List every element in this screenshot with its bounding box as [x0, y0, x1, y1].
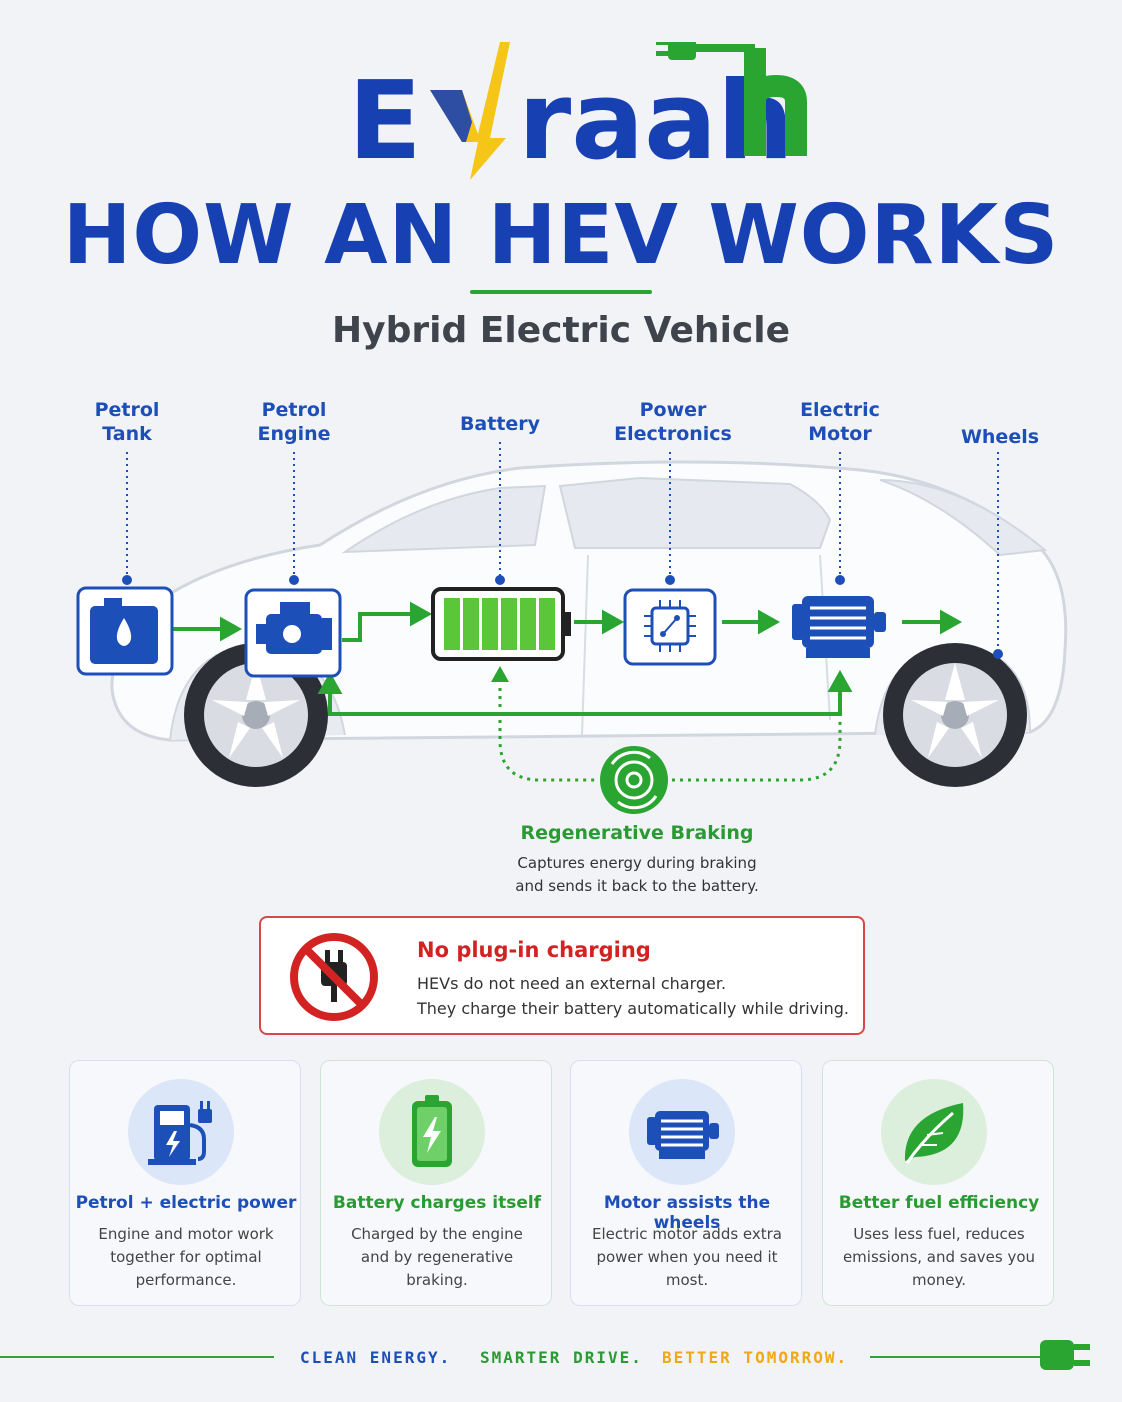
motor-icon [629, 1079, 735, 1185]
feature-title: Battery charges itself [332, 1193, 542, 1213]
battery-icon [431, 587, 571, 661]
logo-letter-e: E [348, 59, 422, 184]
no-plug-line-2: They charge their battery automatically … [417, 999, 849, 1018]
label-battery: Battery [459, 413, 541, 435]
no-plug-notice: No plug-in charging HEVs do not need an … [259, 916, 865, 1035]
footer-rule-left [0, 1356, 274, 1358]
label-petrol-tank: Petrol Tank [94, 399, 160, 445]
fuel-pump-plug-icon [128, 1079, 234, 1185]
footer-slogan-3: BETTER TOMORROW. [662, 1348, 849, 1367]
feature-desc: Charged by the engine and by regenerativ… [351, 1225, 523, 1289]
rear-wheel-icon [883, 643, 1027, 787]
footer-rule-right [870, 1356, 1040, 1358]
feature-card-motor: Motor assists the wheels Electric motor … [570, 1060, 802, 1306]
leaf-icon [881, 1079, 987, 1185]
hev-diagram [76, 442, 1068, 814]
feature-title: Better fuel efficiency [838, 1193, 1040, 1213]
feature-desc: Electric motor adds extra power when you… [591, 1225, 783, 1289]
feature-card-power: Petrol + electric power Engine and motor… [69, 1060, 301, 1306]
regen-title: Regenerative Braking [520, 822, 754, 844]
page-subtitle: Hybrid Electric Vehicle [332, 310, 790, 351]
footer-slogan-2: SMARTER DRIVE. [480, 1348, 643, 1367]
feature-desc: Uses less fuel, reduces emissions, and s… [842, 1225, 1036, 1289]
title-divider [470, 290, 652, 294]
feature-title: Petrol + electric power [75, 1193, 297, 1213]
no-plug-line-1: HEVs do not need an external charger. [417, 974, 727, 993]
logo-plug-icon [656, 42, 807, 156]
no-plug-icon [290, 933, 378, 1021]
regen-brake-icon [600, 746, 668, 814]
feature-card-battery: Battery charges itself Charged by the en… [320, 1060, 552, 1306]
regen-desc-line-2: and sends it back to the battery. [515, 877, 759, 895]
leader-lines [126, 442, 999, 652]
feature-desc: Engine and motor work together for optim… [98, 1225, 274, 1289]
brand-logo: E raah [348, 42, 807, 184]
label-wheels: Wheels [960, 426, 1040, 448]
no-plug-title: No plug-in charging [417, 938, 651, 962]
regen-desc-line-1: Captures energy during braking [517, 854, 757, 872]
regen-desc: Captures energy during braking and sends… [437, 852, 837, 898]
plug-icon [1040, 1340, 1090, 1370]
battery-bolt-icon [379, 1079, 485, 1185]
label-power-electronics: Power Electronics [614, 399, 732, 445]
feature-title: Motor assists the wheels [603, 1193, 771, 1233]
feature-card-efficiency: Better fuel efficiency Uses less fuel, r… [822, 1060, 1054, 1306]
regen-path [498, 688, 842, 782]
motor-icon [792, 596, 886, 658]
page-title: HOW AN HEV WORKS [62, 188, 1060, 283]
label-petrol-engine: Petrol Engine [257, 399, 331, 445]
logo-bolt-icon [430, 42, 510, 180]
engine-icon [244, 588, 342, 678]
label-electric-motor: Electric Motor [800, 399, 880, 445]
fuel-tank-icon [76, 586, 174, 676]
front-wheel-icon [184, 643, 328, 787]
chip-icon [623, 588, 717, 666]
footer-slogan-1: CLEAN ENERGY. [300, 1348, 452, 1367]
